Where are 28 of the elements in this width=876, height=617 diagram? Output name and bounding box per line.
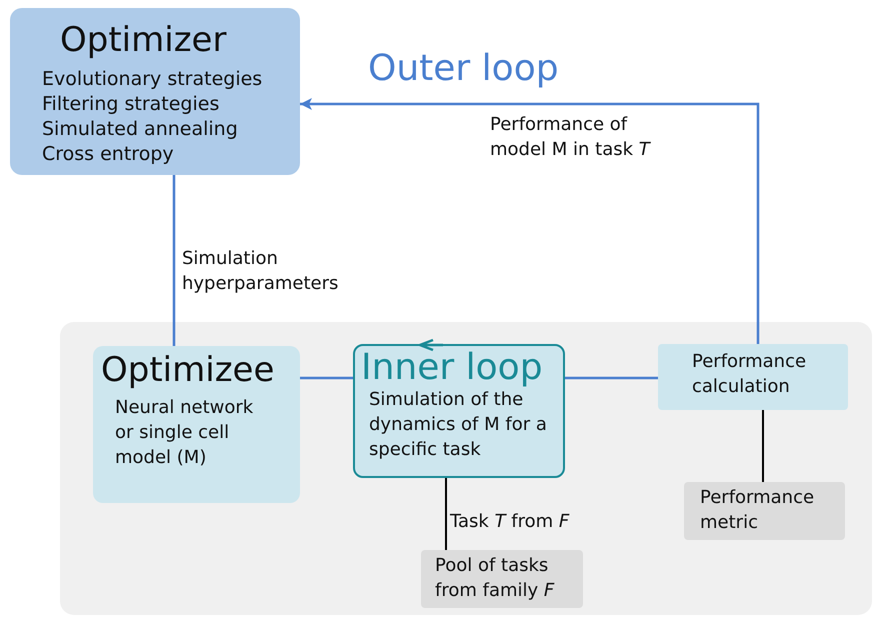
process-box bbox=[421, 550, 583, 608]
process-box bbox=[658, 344, 848, 410]
node-text: Filtering strategies bbox=[42, 92, 220, 117]
edge-label: Simulation hyperparameters bbox=[182, 247, 340, 296]
panel-background bbox=[60, 322, 872, 615]
node-text: Cross entropy bbox=[42, 142, 175, 167]
node-title: Inner loop bbox=[361, 348, 544, 388]
node-text: Evolutionary strategies bbox=[42, 67, 264, 92]
node-text: Simulation of the dynamics of M for a specific task bbox=[369, 388, 548, 462]
loop-title: Outer loop bbox=[368, 48, 559, 90]
connector bbox=[565, 376, 658, 380]
edge-label: Performance of model M in task T bbox=[490, 113, 652, 162]
process-box bbox=[10, 8, 300, 175]
connector bbox=[172, 175, 176, 346]
node-text: Pool of tasks from family F bbox=[435, 554, 556, 603]
process-box bbox=[93, 346, 300, 503]
connector bbox=[445, 478, 447, 550]
node-text: Neural network or single cell model (M) bbox=[115, 396, 254, 470]
node-text: Performance metric bbox=[700, 486, 816, 535]
connector bbox=[300, 376, 353, 380]
node-title: Optimizee bbox=[101, 352, 276, 390]
node-title: Optimizer bbox=[60, 22, 228, 60]
node-text: Performance calculation bbox=[692, 350, 808, 399]
edge-label: Task T from F bbox=[450, 510, 570, 534]
connector bbox=[762, 410, 764, 482]
node-text: Simulated annealing bbox=[42, 117, 239, 142]
connector bbox=[300, 98, 760, 344]
process-box bbox=[684, 482, 845, 540]
